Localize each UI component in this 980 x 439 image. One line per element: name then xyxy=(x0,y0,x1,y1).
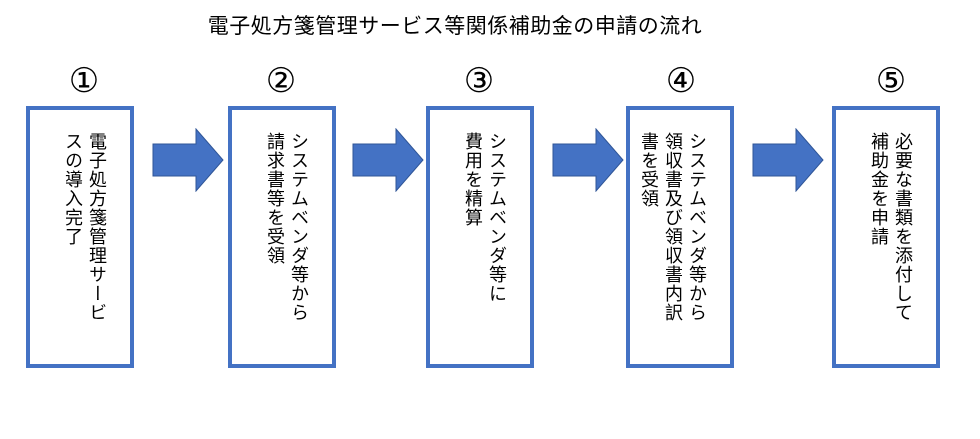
step-3-box: システムベンダ等に 費用を精算 xyxy=(426,106,534,368)
step-1-number: ① xyxy=(68,61,100,101)
right-arrow-icon xyxy=(552,128,624,192)
right-arrow-icon xyxy=(152,128,224,192)
right-arrow-icon xyxy=(352,128,424,192)
step-2-number: ② xyxy=(265,61,297,101)
arrow-1-to-2 xyxy=(152,128,224,192)
step-1-text: 電子処方箋管理サービ スの導入完了 xyxy=(62,132,107,322)
arrow-2-to-3 xyxy=(352,128,424,192)
arrow-4-to-5 xyxy=(752,128,824,192)
step-5-number: ⑤ xyxy=(875,61,907,101)
step-2-text: システムベンダ等から 請求書等を受領 xyxy=(264,132,309,322)
step-5-text: 必要な書類を添付して 補助金を申請 xyxy=(868,132,913,322)
step-2-box: システムベンダ等から 請求書等を受領 xyxy=(228,106,336,368)
step-4-text: システムベンダ等から 領収書及び領収書内訳 書を受領 xyxy=(638,132,707,322)
step-5-box: 必要な書類を添付して 補助金を申請 xyxy=(832,106,940,368)
step-4-box: システムベンダ等から 領収書及び領収書内訳 書を受領 xyxy=(626,106,734,368)
right-arrow-icon xyxy=(752,128,824,192)
step-3-number: ③ xyxy=(463,61,495,101)
step-1-box: 電子処方箋管理サービ スの導入完了 xyxy=(26,106,134,368)
diagram-title: 電子処方箋管理サービス等関係補助金の申請の流れ xyxy=(207,14,703,38)
arrow-3-to-4 xyxy=(552,128,624,192)
step-3-text: システムベンダ等に 費用を精算 xyxy=(462,132,507,303)
step-4-number: ④ xyxy=(665,61,697,101)
